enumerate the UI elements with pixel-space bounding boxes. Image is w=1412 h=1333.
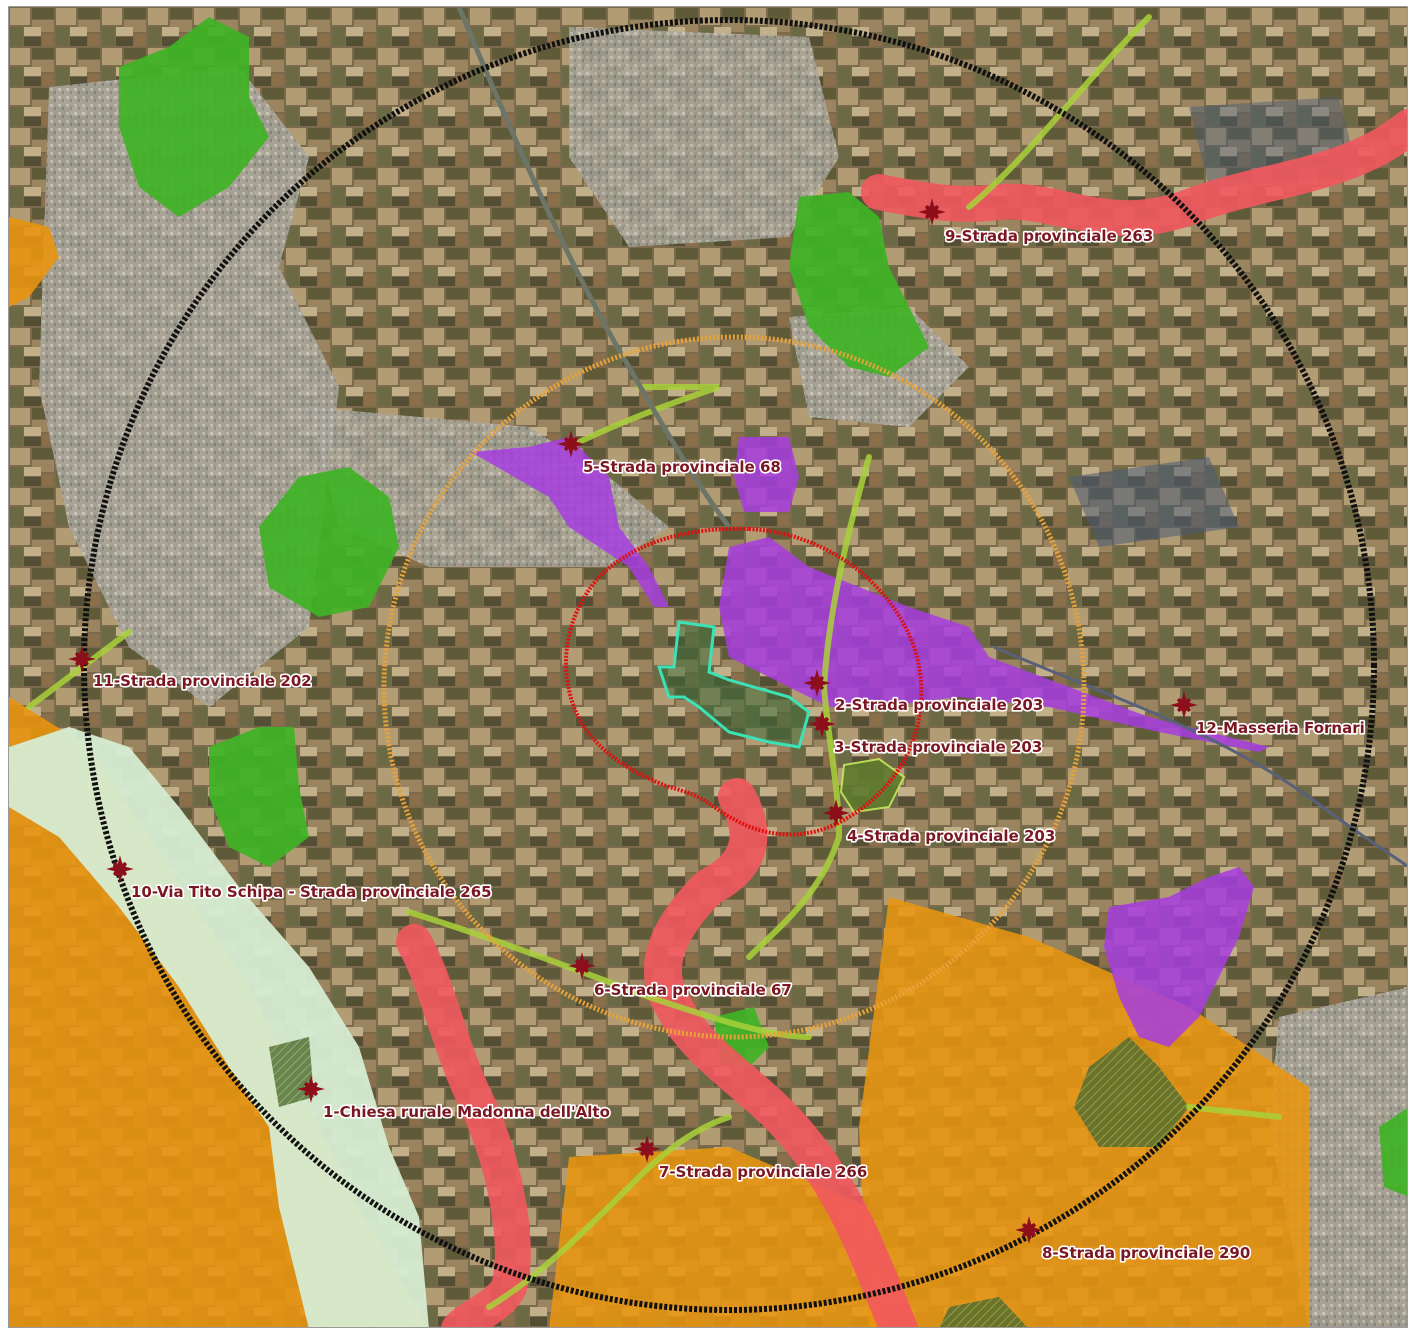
poi-marker-center [308,1086,314,1092]
poi-6[interactable]: 6-Strada provinciale 67 [568,952,793,1001]
poi-8[interactable]: 8-Strada provinciale 290 [1015,1216,1252,1264]
poi-marker-center [644,1146,650,1152]
project-site-parcel-north [656,620,811,749]
red-corridor-north [861,109,1407,237]
road-sp-68 [566,384,720,450]
green-area-northwest [119,17,269,217]
green-area-west-center [259,467,399,617]
poi-label: 2-Strada provinciale 203 [835,696,1043,714]
poi-9[interactable]: 9-Strada provinciale 263 [918,198,1155,247]
purple-area-industrial [719,537,1269,752]
poi-1[interactable]: 1-Chiesa rurale Madonna dell'Alto [297,1075,611,1123]
poi-marker-center [117,866,123,872]
poi-label: 11-Strada provinciale 202 [93,672,312,690]
poi-marker-center [579,963,585,969]
poi-label: 4-Strada provinciale 203 [847,827,1055,845]
project-site [656,620,811,749]
road-southeast [1186,1104,1282,1120]
buffer-ring-inner [564,526,924,837]
red-corridor-center-south [644,778,918,1327]
map-canvas[interactable]: 1-Chiesa rurale Madonna dell'Alto 2-Strad… [9,7,1408,1328]
poi-marker-center [79,656,85,662]
highway [456,7,732,529]
green-area-east-edge [1379,1108,1407,1197]
pale-green-zone [9,727,429,1327]
poi-marker-center [833,810,839,816]
buffer-ring-middle [381,334,1087,1040]
yellow-green-parcel [839,757,906,814]
poi-marker-center [1181,702,1187,708]
poi-label: 1-Chiesa rurale Madonna dell'Alto [323,1103,610,1121]
points-of-interest: 1-Chiesa rurale Madonna dell'Alto 2-Strad… [68,198,1366,1264]
poi-marker-center [1026,1227,1032,1233]
road-sp-202 [26,629,132,710]
poi-label: 6-Strada provinciale 67 [594,981,792,999]
solar-field-east [1069,457,1239,547]
poi-marker-center [568,441,574,447]
poi-label: 10-Via Tito Schipa - Strada provinciale … [131,883,492,901]
poi-label: 5-Strada provinciale 68 [583,458,781,476]
poi-label: 7-Strada provinciale 266 [659,1163,867,1181]
poi-12[interactable]: 12-Masseria Fornari [1170,691,1366,739]
poi-marker-center [814,680,820,686]
poi-label: 9-Strada provinciale 263 [945,227,1153,245]
green-area-north-center [789,192,929,377]
poi-11[interactable]: 11-Strada provinciale 202 [68,645,313,692]
highway-railway [456,7,1407,868]
poi-10[interactable]: 10-Via Tito Schipa - Strada provinciale … [106,855,493,903]
poi-4[interactable]: 4-Strada provinciale 203 [822,799,1057,847]
orange-zone-west-edge [9,217,59,307]
railway [993,645,1407,868]
poi-label: 12-Masseria Fornari [1196,719,1365,737]
road-sp-67 [406,909,812,1040]
purple-area-north-small [734,437,799,512]
urban-area-north [569,27,839,247]
green-hatched-area-south [939,1297,1028,1327]
map-frame[interactable]: 1-Chiesa rurale Madonna dell'Alto 2-Strad… [8,6,1408,1328]
poi-marker-center [929,209,935,215]
road-north-spur [966,14,1152,210]
road-sp-203 [746,454,872,960]
green-area-west-south [209,727,309,867]
orange-zone-south-central [549,1147,889,1327]
poi-3[interactable]: 3-Strada provinciale 203 [808,710,1044,758]
green-hatched-area-southeast [1074,1037,1189,1147]
poi-marker-center [819,721,825,727]
poi-label: 8-Strada provinciale 290 [1042,1244,1250,1262]
poi-5[interactable]: 5-Strada provinciale 68 [557,430,782,478]
poi-2[interactable]: 2-Strada provinciale 203 [803,669,1045,716]
purple-area-southeast [1104,867,1254,1047]
poi-7[interactable]: 7-Strada provinciale 266 [633,1135,869,1183]
poi-label: 3-Strada provinciale 203 [834,738,1042,756]
purple-area-north [471,437,669,607]
